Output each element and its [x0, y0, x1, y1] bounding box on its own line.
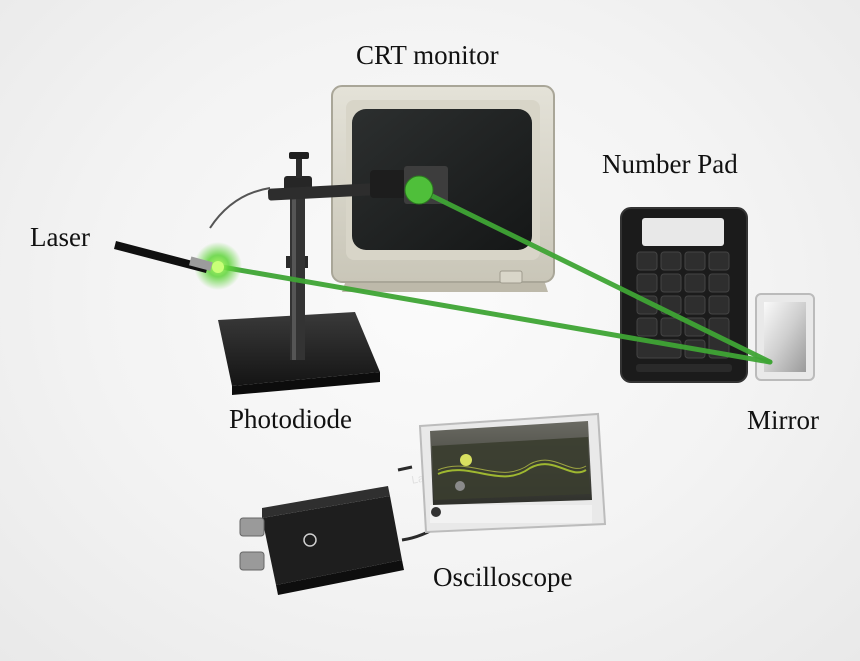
tablet-icon — [397, 412, 607, 534]
laser-pointer-icon — [114, 241, 242, 290]
oscilloscope-box-icon — [239, 486, 443, 595]
mirror-icon — [755, 293, 815, 381]
number-pad-label: Number Pad — [602, 149, 738, 179]
number-pad-icon — [620, 207, 748, 383]
oscilloscope-label: Oscilloscope — [433, 562, 573, 592]
photodiode-label: Photodiode — [229, 404, 353, 434]
laser-label: Laser — [30, 222, 90, 252]
mirror-label: Mirror — [747, 405, 819, 435]
photodiode-spot — [404, 175, 434, 205]
crt-monitor-label: CRT monitor — [356, 40, 499, 70]
laser-beam — [213, 187, 773, 365]
